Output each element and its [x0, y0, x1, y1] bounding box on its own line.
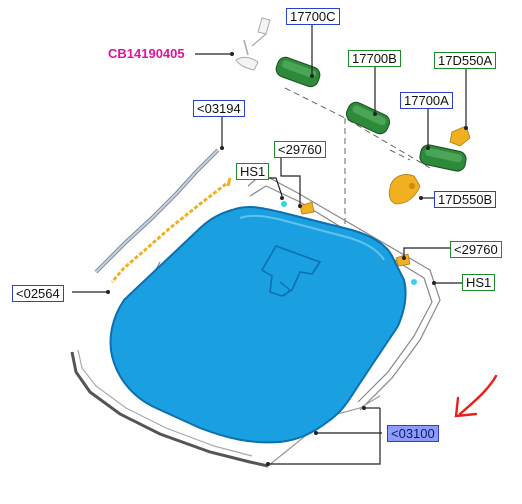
- moulding-03194: [94, 148, 220, 274]
- sensor-dot-left: [281, 201, 287, 207]
- part-label-cb14190405: CB14190405: [108, 46, 185, 61]
- part-label-hs1-left: HS1: [236, 163, 270, 180]
- seal-03100: [70, 349, 381, 468]
- bracket-17d550b: [388, 174, 421, 205]
- leader-dots: [106, 52, 468, 466]
- clip-29760-top: [299, 201, 315, 215]
- mirror-outline-top: [235, 17, 271, 71]
- part-label-17700a: 17700A: [400, 92, 453, 109]
- clip-29760-right: [395, 253, 411, 267]
- strip-02564: [110, 177, 232, 283]
- part-label-17700b: 17700B: [348, 50, 401, 67]
- part-label-29760-right: <29760: [450, 241, 502, 258]
- sensor-dot-right: [411, 279, 417, 285]
- dashed-reference-lines: [284, 87, 431, 258]
- bracket-17d550a: [449, 125, 471, 147]
- part-label-03100: <03100: [387, 425, 439, 442]
- mirror-17700b: [345, 101, 391, 135]
- mirror-17700c: [275, 56, 321, 88]
- part-label-17d550b: 17D550B: [434, 191, 497, 208]
- part-label-03194: <03194: [193, 100, 245, 117]
- red-annotation-arrow: [454, 374, 498, 418]
- part-label-17700c: 17700C: [286, 8, 340, 25]
- part-label-29760-top: <29760: [274, 141, 326, 158]
- windshield-glass: [109, 205, 407, 444]
- part-label-hs1-right: HS1: [462, 274, 496, 291]
- part-label-17d550a: 17D550A: [434, 52, 497, 69]
- part-label-02564: <02564: [12, 285, 64, 302]
- mirror-17700a: [419, 144, 467, 172]
